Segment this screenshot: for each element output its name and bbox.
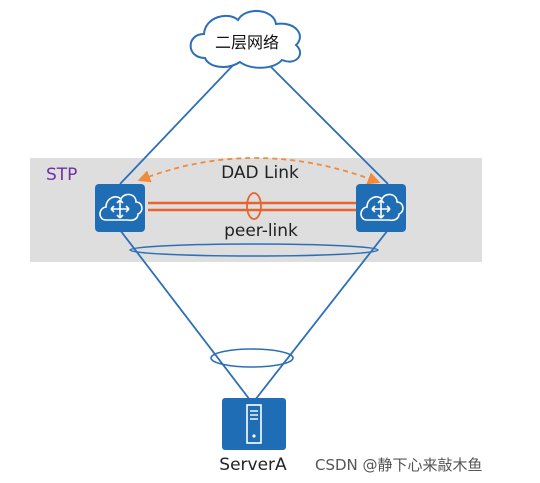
mlag-ring-upper (129, 243, 379, 257)
downlink-left (119, 229, 251, 401)
server-label: ServerA (219, 455, 287, 475)
downlink-right (254, 229, 389, 401)
dad-link-label: DAD Link (221, 163, 299, 183)
dad-link (137, 157, 381, 185)
peer-link-label: peer-link (224, 221, 298, 241)
cloud-icon (189, 10, 301, 69)
uplink-right (263, 59, 389, 185)
watermark-text: CSDN @静下心来敲木鱼 (315, 456, 483, 474)
mlag-ring-lower (210, 348, 294, 368)
switch-cloud-icon (99, 193, 143, 222)
switch-left (95, 184, 145, 232)
switch-cloud-icon (360, 193, 404, 222)
layer2-network-cloud: 二层网络 (189, 10, 301, 69)
uplink-left (119, 59, 239, 185)
cloud-label: 二层网络 (215, 33, 279, 52)
peer-link-bundle-ring (246, 192, 262, 220)
server-icon (246, 404, 262, 444)
stp-label: STP (46, 165, 77, 185)
server-a (222, 398, 286, 450)
switch-right (356, 184, 406, 232)
